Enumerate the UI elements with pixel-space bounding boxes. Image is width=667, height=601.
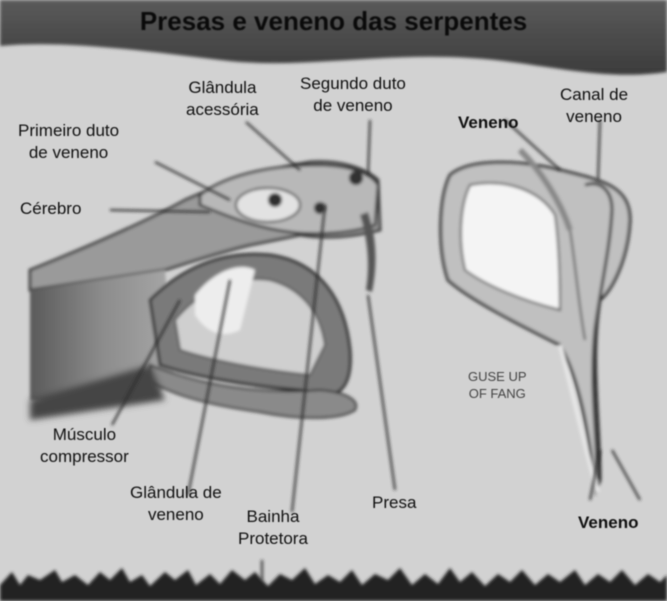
label-glandula-veneno: Glândula de veneno: [130, 482, 222, 526]
fang-cross-section: [441, 150, 630, 492]
label-bainha-protetora: Bainha Protetora: [238, 506, 308, 550]
label-presa: Presa: [372, 492, 416, 514]
label-primeiro-duto: Primeiro duto de veneno: [18, 120, 119, 164]
label-veneno-top: Veneno: [458, 112, 518, 134]
snake-head-illustration: [30, 162, 380, 420]
label-musculo-compressor: Músculo compressor: [40, 424, 129, 468]
label-glandula-acessoria: Glândula acessória: [186, 77, 259, 121]
bottom-silhouette: [0, 568, 667, 601]
label-segundo-duto: Segundo duto de veneno: [300, 73, 406, 117]
label-cerebro: Cérebro: [20, 198, 81, 220]
label-canal-veneno: Canal de veneno: [560, 84, 628, 128]
label-fang-caption: GUSE UP OF FANG: [468, 368, 527, 402]
label-veneno-bottom: Veneno: [578, 512, 638, 534]
page-title: Presas e veneno das serpentes: [0, 6, 667, 37]
